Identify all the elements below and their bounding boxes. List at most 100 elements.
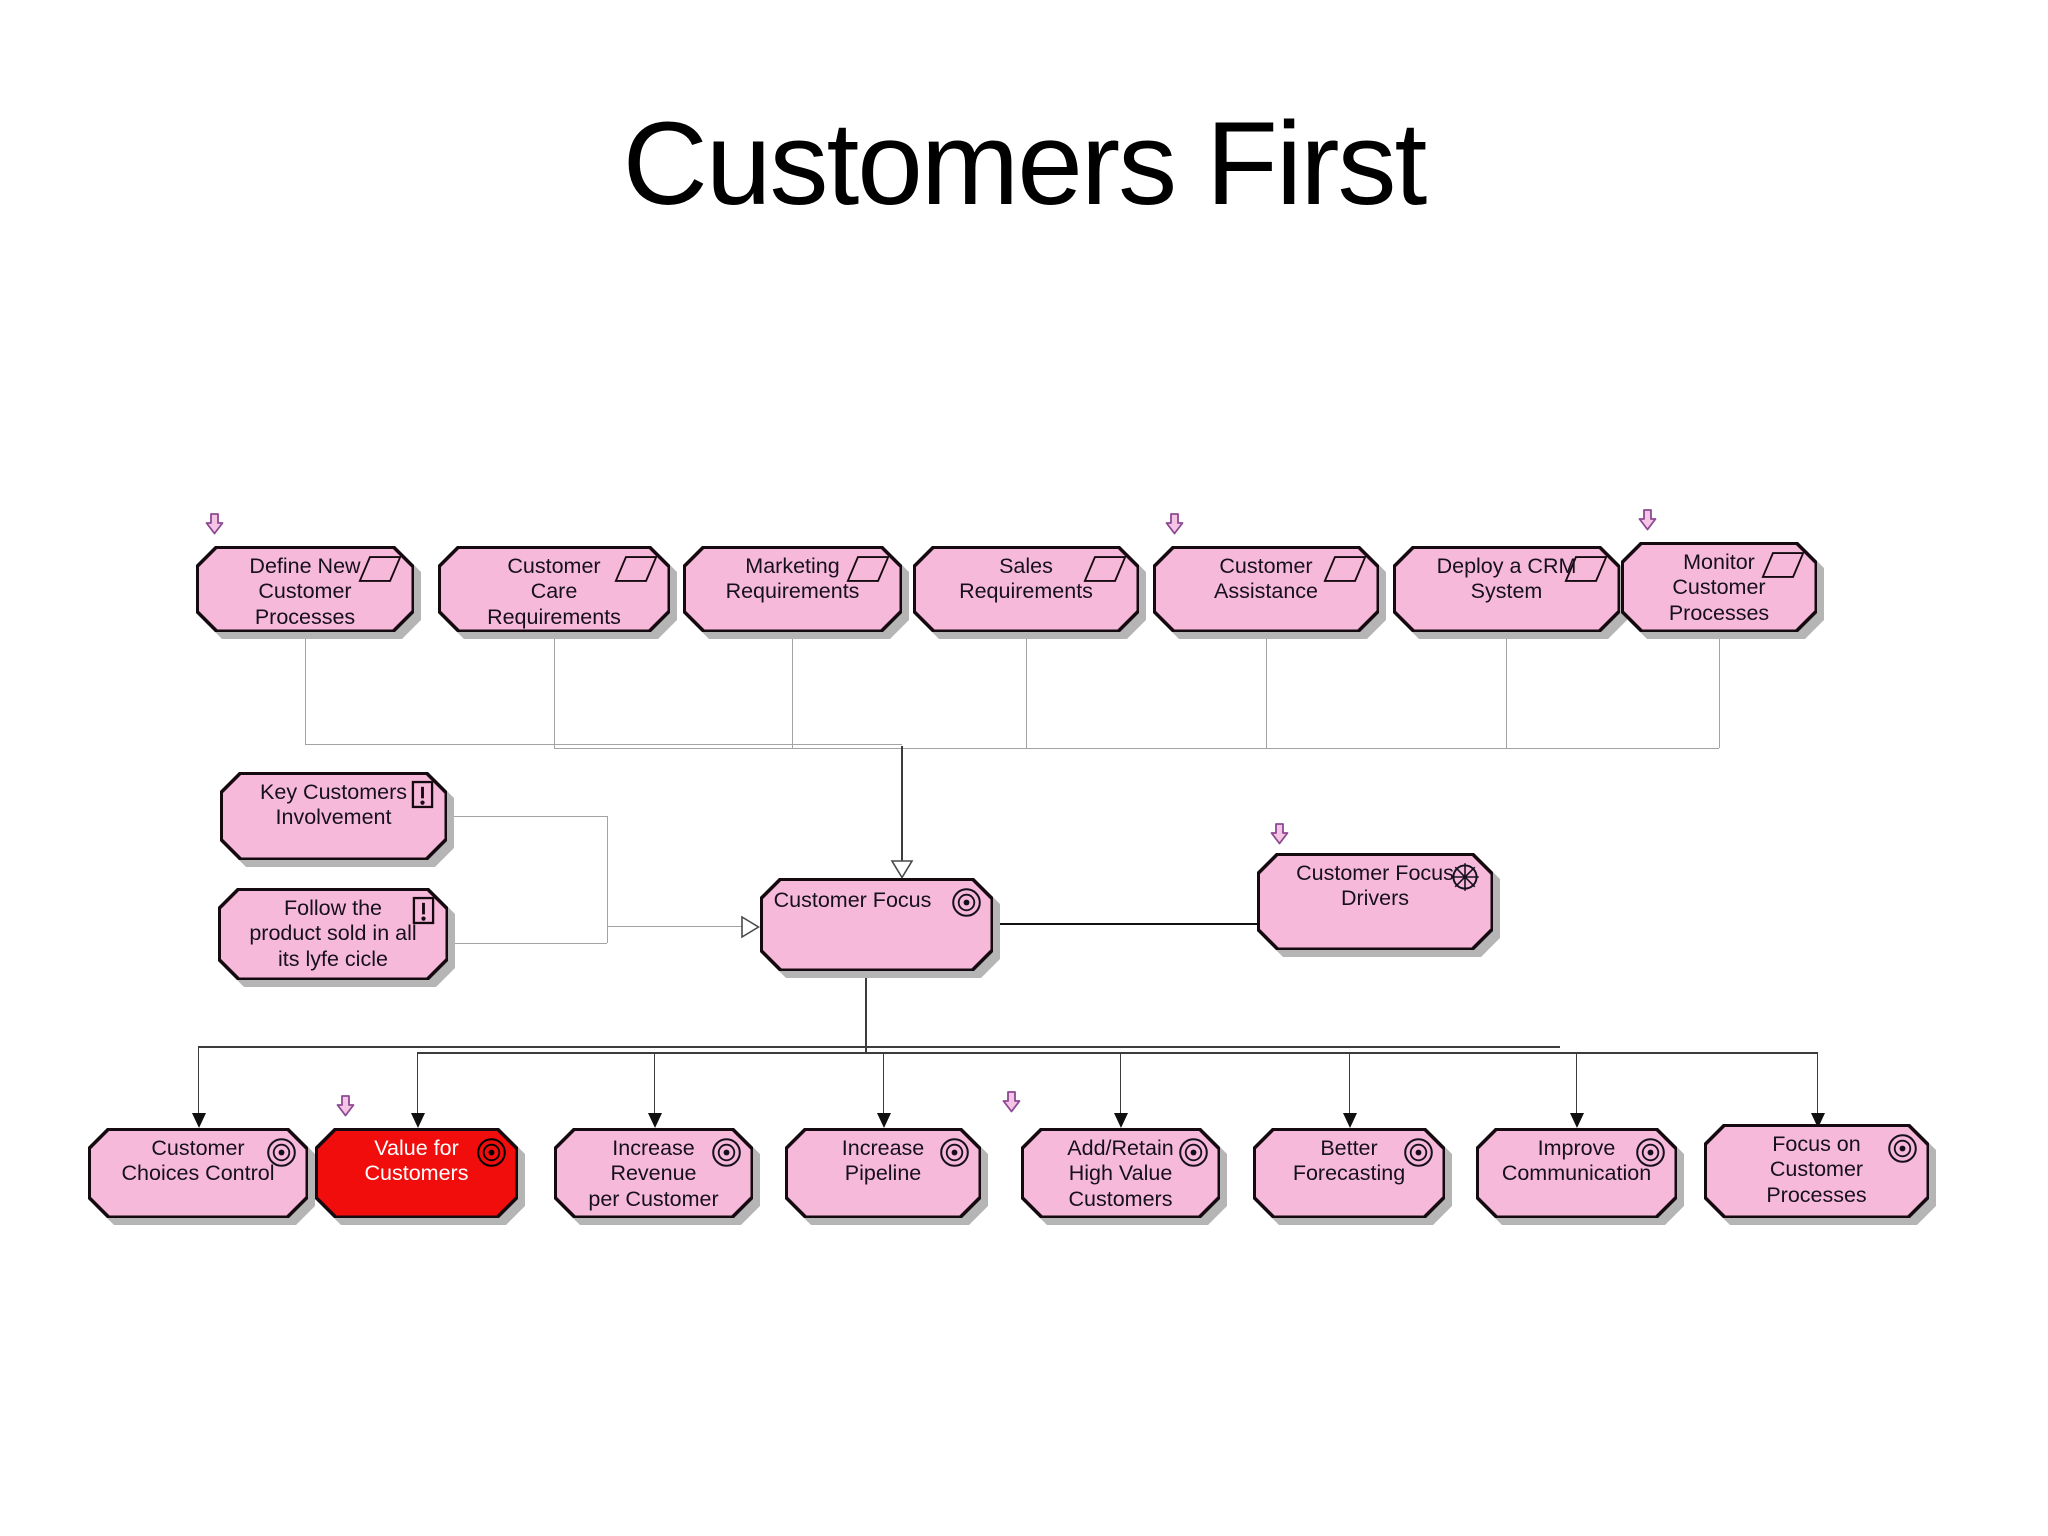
node-shape xyxy=(199,549,412,630)
page-title: Customers First xyxy=(622,98,1428,230)
connector-line xyxy=(448,943,607,944)
node-label: Focus on Customer Processes xyxy=(1766,1132,1867,1207)
connector-line xyxy=(554,632,555,748)
down-arrow-marker-icon xyxy=(205,513,224,535)
node-increase-pipeline[interactable]: Increase Pipeline xyxy=(785,1128,981,1218)
down-arrow-marker-icon xyxy=(336,1095,355,1117)
goal-icon xyxy=(1888,1134,1917,1163)
goal-icon xyxy=(477,1138,506,1167)
node-follow-the-product[interactable]: Follow the product sold in all its lyfe … xyxy=(218,888,448,980)
deliverable-icon xyxy=(1083,556,1127,582)
down-arrow-marker-icon xyxy=(1165,513,1184,535)
connector-line xyxy=(607,926,742,927)
connector-bus xyxy=(554,748,1719,749)
node-label: Customer Focus Drivers xyxy=(1296,861,1454,911)
connector-line xyxy=(1817,1052,1819,1114)
down-arrow-marker-icon xyxy=(1002,1091,1021,1113)
solid-arrowhead-down-icon xyxy=(877,1113,891,1128)
driver-icon xyxy=(1451,863,1479,891)
node-label: Better Forecasting xyxy=(1292,1136,1406,1186)
node-label: Marketing Requirements xyxy=(725,554,860,604)
node-shape xyxy=(1707,1127,1927,1216)
deliverable-icon xyxy=(358,556,402,582)
node-shape xyxy=(788,1131,979,1216)
node-label: Customer Focus xyxy=(773,888,932,912)
connector-bus xyxy=(305,744,902,745)
connector-line xyxy=(607,816,608,943)
deliverable-icon xyxy=(1761,552,1805,578)
node-add-retain-high-value-customers[interactable]: Add/Retain High Value Customers xyxy=(1021,1128,1220,1218)
node-label: Increase Revenue per Customer xyxy=(588,1136,719,1211)
node-label: Customer Choices Control xyxy=(121,1136,275,1186)
node-label: Increase Pipeline xyxy=(841,1136,925,1186)
connector-line xyxy=(883,1052,885,1114)
connector-line xyxy=(1719,632,1720,748)
principle-icon xyxy=(411,780,434,809)
node-shape xyxy=(1624,545,1815,630)
node-shape xyxy=(318,1131,516,1216)
node-label: Key Customers Involvement xyxy=(260,780,407,830)
connector-bus xyxy=(417,1052,1817,1054)
deliverable-icon xyxy=(1323,556,1367,582)
deliverable-icon xyxy=(614,556,658,582)
goal-icon xyxy=(952,888,981,917)
solid-arrowhead-down-icon xyxy=(1114,1113,1128,1128)
solid-arrowhead-down-icon xyxy=(1811,1113,1825,1128)
node-shape xyxy=(1156,549,1377,630)
node-shape xyxy=(763,881,991,969)
node-label: Value for Customers xyxy=(364,1136,469,1186)
node-label: Deploy a CRM System xyxy=(1436,554,1577,604)
connector-line xyxy=(1026,632,1027,748)
node-customer-focus-drivers[interactable]: Customer Focus Drivers xyxy=(1257,853,1493,950)
node-sales-requirements[interactable]: Sales Requirements xyxy=(913,546,1139,632)
connector-line xyxy=(865,971,867,1052)
connector-line xyxy=(1576,1052,1578,1114)
solid-arrowhead-down-icon xyxy=(1343,1113,1357,1128)
node-customer-choices-control[interactable]: Customer Choices Control xyxy=(88,1128,308,1218)
node-label: Add/Retain High Value Customers xyxy=(1067,1136,1174,1211)
node-value-for-customers[interactable]: Value for Customers xyxy=(315,1128,518,1218)
node-shape xyxy=(223,775,445,858)
open-arrowhead-right-icon xyxy=(741,915,760,939)
node-shape xyxy=(1256,1131,1443,1216)
node-deploy-a-crm-system[interactable]: Deploy a CRM System xyxy=(1393,546,1620,632)
node-marketing-requirements[interactable]: Marketing Requirements xyxy=(683,546,902,632)
connector-line xyxy=(417,1052,419,1114)
goal-icon xyxy=(1404,1138,1433,1167)
node-shape xyxy=(1260,856,1491,948)
down-arrow-marker-icon xyxy=(1270,823,1289,845)
node-key-customers-involvement[interactable]: Key Customers Involvement xyxy=(220,772,447,860)
node-label: Customer Assistance xyxy=(1214,554,1318,604)
solid-arrowhead-down-icon xyxy=(411,1113,425,1128)
node-improve-communication[interactable]: Improve Communication xyxy=(1476,1128,1677,1218)
node-monitor-customer-processes[interactable]: Monitor Customer Processes xyxy=(1621,542,1817,632)
node-shape xyxy=(1479,1131,1675,1216)
open-arrowhead-down-icon xyxy=(890,860,914,879)
node-customer-assistance[interactable]: Customer Assistance xyxy=(1153,546,1379,632)
node-define-new-customer-processes[interactable]: Define New Customer Processes xyxy=(196,546,414,632)
goal-icon xyxy=(1636,1138,1665,1167)
connector-line xyxy=(1506,632,1507,748)
connector-bus xyxy=(198,1046,1560,1048)
solid-arrowhead-down-icon xyxy=(648,1113,662,1128)
node-label: Monitor Customer Processes xyxy=(1668,550,1770,625)
connector-line xyxy=(1266,632,1267,748)
node-customer-care-requirements[interactable]: Customer Care Requirements xyxy=(438,546,670,632)
solid-arrowhead-down-icon xyxy=(1570,1113,1584,1128)
solid-arrowhead-down-icon xyxy=(192,1113,206,1128)
node-customer-focus[interactable]: Customer Focus xyxy=(760,878,993,971)
connector-line xyxy=(654,1052,656,1114)
connector-line xyxy=(1120,1052,1122,1114)
node-label: Improve Communication xyxy=(1501,1136,1652,1186)
connector-line xyxy=(198,1046,200,1114)
deliverable-icon xyxy=(846,556,890,582)
node-label: Customer Care Requirements xyxy=(487,554,621,629)
connector-line xyxy=(447,816,607,817)
node-better-forecasting[interactable]: Better Forecasting xyxy=(1253,1128,1445,1218)
goal-icon xyxy=(267,1138,296,1167)
node-increase-revenue-per-customer[interactable]: Increase Revenue per Customer xyxy=(554,1128,753,1218)
principle-icon xyxy=(412,896,435,925)
node-shape xyxy=(557,1131,751,1216)
node-focus-on-customer-processes[interactable]: Focus on Customer Processes xyxy=(1704,1124,1929,1218)
